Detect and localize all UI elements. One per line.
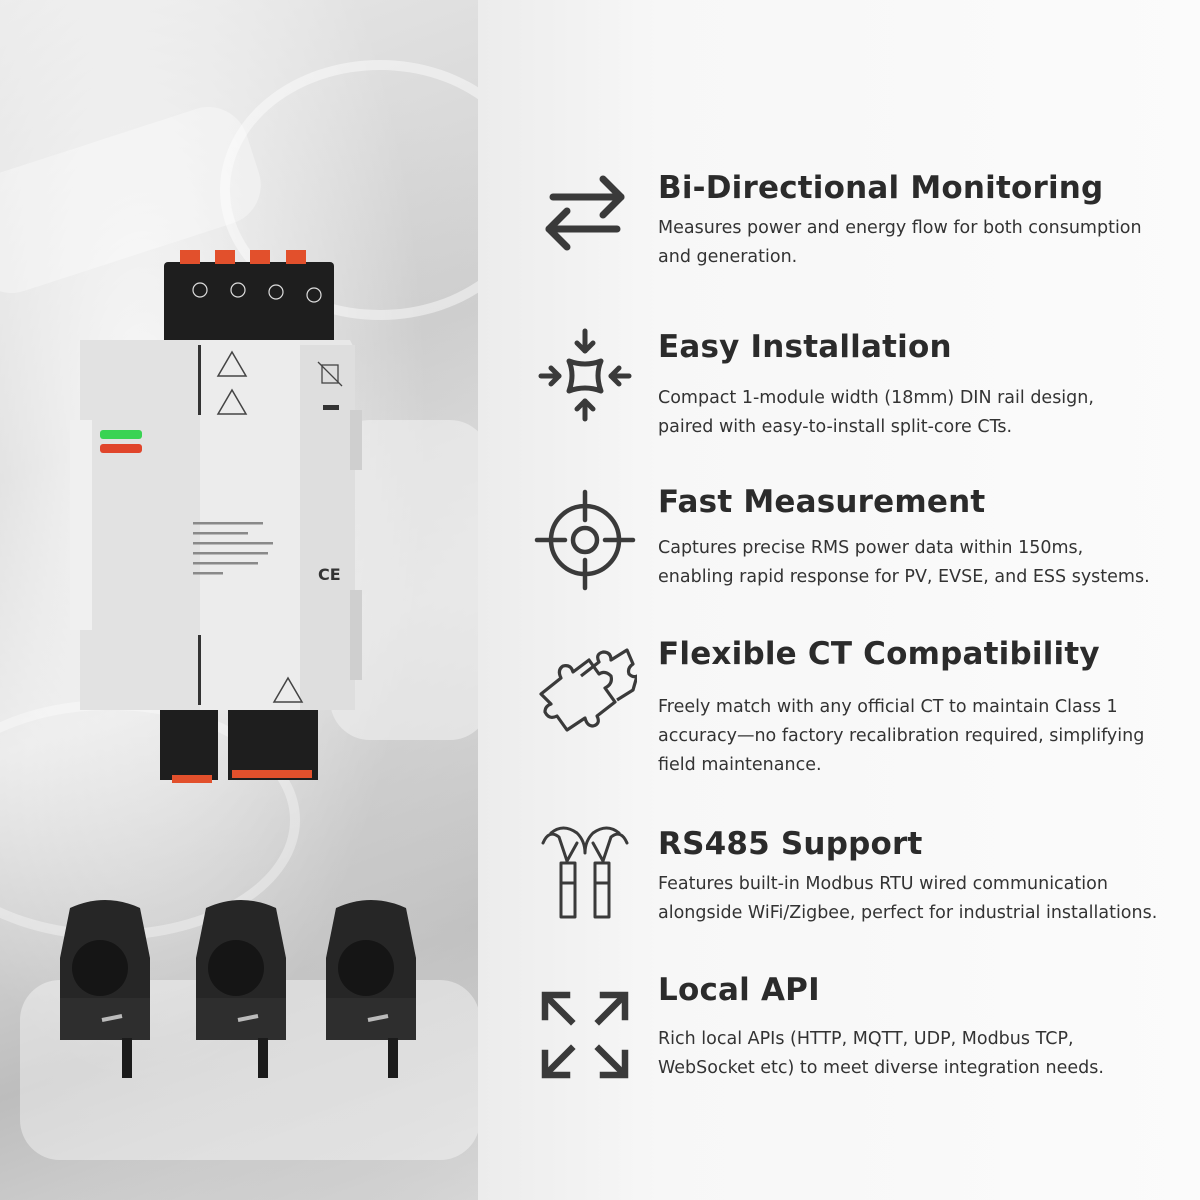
feature-title: Local API (658, 972, 820, 1008)
description-line: Compact 1-module width (18mm) DIN rail d… (658, 388, 1094, 408)
description-line: Freely match with any official CT to mai… (658, 697, 1118, 717)
feature-list: Bi-Directional Monitoring Measures power… (478, 0, 1200, 1200)
puzzle-icon (530, 638, 640, 748)
feature-description: Measures power and energy flow for both … (658, 214, 1178, 272)
description-line: Rich local APIs (HTTP, MQTT, UDP, Modbus… (658, 1029, 1074, 1049)
ct-clamp (326, 900, 416, 1078)
rs485-cable-icon (530, 818, 640, 928)
feature-title: Bi-Directional Monitoring (658, 170, 1104, 206)
feature-title: Flexible CT Compatibility (658, 636, 1100, 672)
description-line: Captures precise RMS power data within 1… (658, 538, 1084, 558)
feature-description: Rich local APIs (HTTP, MQTT, UDP, Modbus… (658, 1025, 1178, 1083)
bidirectional-arrows-icon (530, 158, 640, 268)
description-line: enabling rapid response for PV, EVSE, an… (658, 567, 1150, 587)
feature-description: Captures precise RMS power data within 1… (658, 534, 1178, 592)
energy-meter-device: CE (70, 250, 362, 783)
feature-title: RS485 Support (658, 826, 923, 862)
description-line: Features built-in Modbus RTU wired commu… (658, 874, 1108, 894)
ct-clamp (60, 900, 150, 1078)
product-image-panel: CE (0, 0, 478, 1200)
svg-text:CE: CE (318, 565, 341, 584)
feature-description: Freely match with any official CT to mai… (658, 693, 1178, 780)
description-line: alongside WiFi/Zigbee, perfect for indus… (658, 903, 1158, 923)
ct-clamp (196, 900, 286, 1078)
feature-title: Easy Installation (658, 329, 952, 365)
description-line: accuracy—no factory recalibration requir… (658, 726, 1145, 746)
description-line: paired with easy-to-install split-core C… (658, 417, 1013, 437)
description-line: field maintenance. (658, 755, 822, 775)
description-line: and generation. (658, 247, 798, 267)
description-line: Measures power and energy flow for both … (658, 218, 1142, 238)
feature-title: Fast Measurement (658, 484, 986, 520)
crosshair-icon (530, 485, 640, 595)
feature-description: Features built-in Modbus RTU wired commu… (658, 870, 1178, 928)
feature-description: Compact 1-module width (18mm) DIN rail d… (658, 384, 1178, 442)
compact-arrows-icon (530, 320, 640, 430)
expand-arrows-icon (530, 980, 640, 1090)
description-line: WebSocket etc) to meet diverse integrati… (658, 1058, 1104, 1078)
